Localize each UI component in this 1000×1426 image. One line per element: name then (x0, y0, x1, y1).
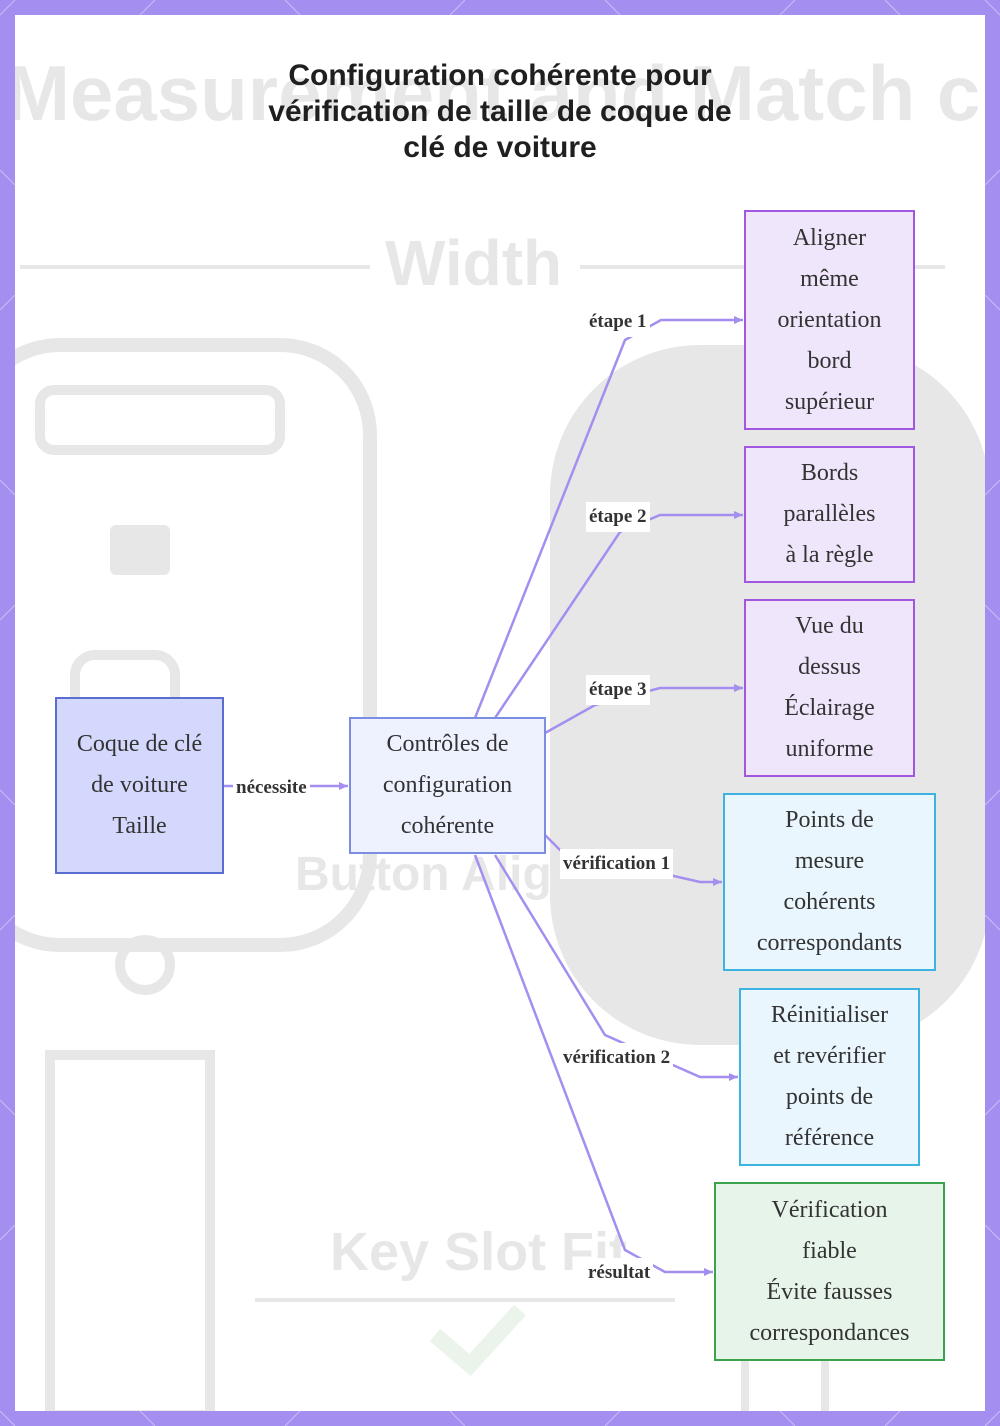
diagram-title: Configuration cohérente pour vérificatio… (200, 58, 800, 166)
edge-label-step3: étape 3 (586, 675, 650, 705)
node-step1-line-4: bord (807, 347, 852, 374)
node-check2-line-2: et revérifier (773, 1043, 886, 1069)
node-result-line-3: Évite fausses (766, 1278, 893, 1305)
node-check2-line-3: points de (785, 1084, 874, 1110)
node-check2-line-4: référence (784, 1125, 875, 1151)
node-center-line-3: cohérente (400, 813, 495, 839)
node-step1-align-orientation[interactable]: Aligner même orientation bord supérieur (744, 210, 915, 430)
ghost-slot-text: Key Slot Fit (330, 1222, 627, 1282)
edge-label-requires: nécessite (233, 773, 310, 803)
node-result-line-1: Vérification (771, 1196, 888, 1223)
node-result-line-2: fiable (802, 1237, 857, 1264)
node-check2-line-1: Réinitialiser (770, 1002, 889, 1028)
title-line-1: Configuration cohérente pour (288, 59, 712, 92)
node-step1-line-2: même (800, 265, 859, 292)
title-line-2: vérification de taille de coque de (268, 95, 732, 128)
node-step3-line-1: Vue du (795, 613, 864, 639)
node-check1-line-4: correspondants (756, 930, 903, 956)
node-center-line-2: configuration (382, 772, 513, 798)
edge-label-step2: étape 2 (586, 502, 650, 532)
node-result-line-4: correspondances (749, 1319, 910, 1346)
node-step1-line-1: Aligner (792, 224, 867, 251)
node-root-line-3: Taille (112, 813, 167, 839)
node-step3-line-3: Éclairage (784, 695, 875, 721)
node-step2-line-2: parallèles (783, 501, 876, 527)
node-result-reliable-verification[interactable]: Vérification fiable Évite fausses corres… (714, 1182, 945, 1361)
node-car-key-shell-size[interactable]: Coque de clé de voiture Taille (55, 697, 224, 874)
node-consistent-setup-checks[interactable]: Contrôles de configuration cohérente (349, 717, 546, 854)
node-step3-line-2: dessus (798, 654, 861, 680)
edge-label-check1: vérification 1 (560, 849, 674, 879)
edge-label-step1: étape 1 (586, 307, 650, 337)
node-check1-measurement-points[interactable]: Points de mesure cohérents correspondant… (723, 793, 936, 971)
node-step3-top-view-lighting[interactable]: Vue du dessus Éclairage uniforme (744, 599, 915, 777)
node-step2-line-1: Bords (800, 460, 859, 486)
node-check2-reset-recheck[interactable]: Réinitialiser et revérifier points de ré… (739, 988, 920, 1166)
edge-label-check2: vérification 2 (560, 1043, 674, 1073)
ghost-header-text: Measurement and Match cue (15, 49, 985, 137)
node-root-line-2: de voiture (91, 772, 188, 798)
node-step1-line-5: supérieur (784, 388, 875, 415)
edge-label-result: résultat (585, 1258, 654, 1288)
node-check1-line-1: Points de (785, 807, 874, 833)
ghost-width-text: Width (385, 227, 562, 299)
node-center-line-1: Contrôles de (386, 731, 509, 757)
node-step3-line-4: uniforme (785, 736, 874, 762)
node-step2-line-3: à la règle (785, 542, 874, 568)
node-step2-parallel-edges[interactable]: Bords parallèles à la règle (744, 446, 915, 583)
node-step1-line-3: orientation (777, 306, 882, 333)
node-check1-line-2: mesure (794, 848, 865, 874)
node-root-line-1: Coque de clé (76, 731, 203, 757)
node-check1-line-3: cohérents (783, 889, 876, 915)
title-line-3: clé de voiture (403, 131, 597, 164)
